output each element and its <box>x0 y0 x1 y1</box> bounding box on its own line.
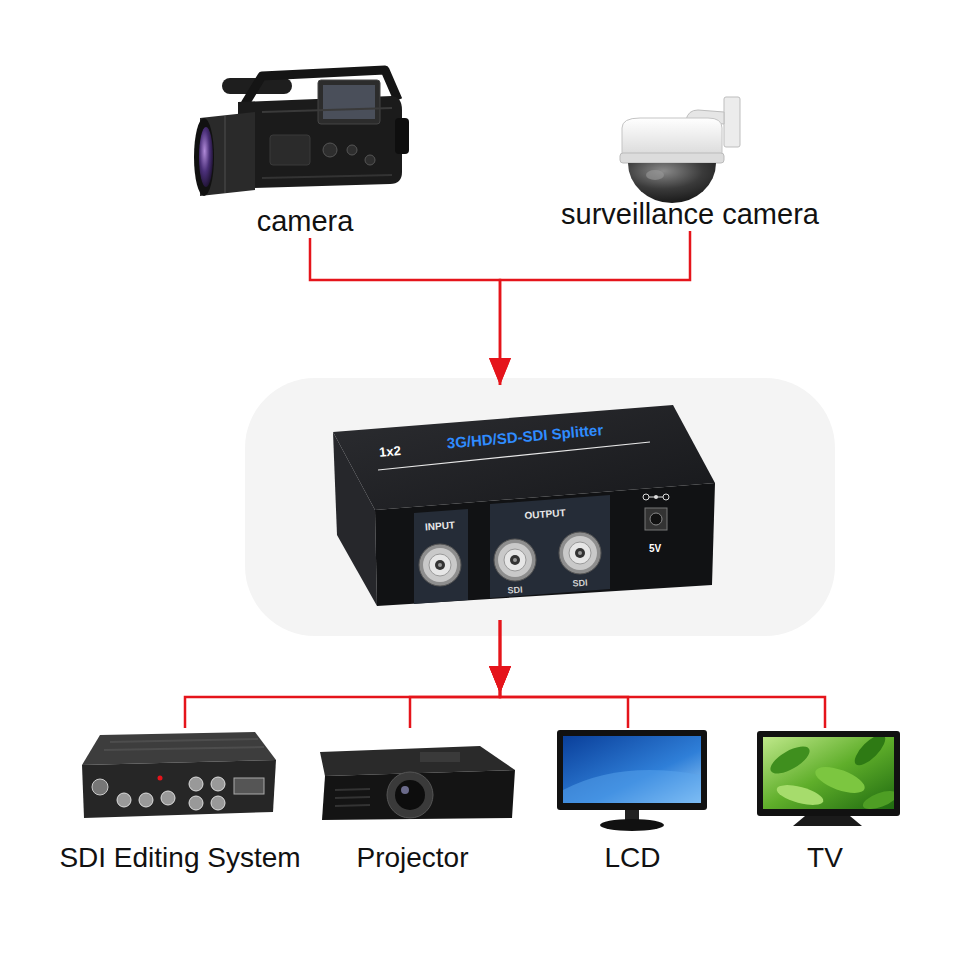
signal-connector <box>185 620 511 728</box>
dc-power-jack <box>643 494 669 530</box>
device-label: surveillance camera <box>561 197 819 231</box>
device-label: SDI Editing System <box>59 841 300 875</box>
device-marking: SDI <box>507 586 523 597</box>
connector-line <box>500 620 628 728</box>
device-node: Projector <box>305 728 520 875</box>
bnc-output-connector <box>559 532 601 574</box>
connector-line <box>185 620 500 728</box>
arrow-head <box>489 666 511 693</box>
device-marking: SDI <box>572 579 588 590</box>
device-label: TV <box>807 841 843 875</box>
splitter-node: 3G/HD/SD-SDI Splitter 1x2INPUT OUTPUT SDI SD… <box>325 385 725 620</box>
connector-line <box>410 620 500 728</box>
device-label: Projector <box>356 841 468 875</box>
device-marking: 5V <box>649 543 661 554</box>
device-node: LCD <box>550 728 715 875</box>
signal-connector <box>489 620 825 728</box>
device-node: TV <box>750 728 900 875</box>
device-node: SDI Editing System <box>53 728 307 875</box>
device-node: surveillance camera <box>555 85 825 231</box>
arrow-head <box>489 666 511 693</box>
tv-illustration <box>757 730 900 826</box>
signal-connector <box>310 238 511 385</box>
device-label: LCD <box>604 841 660 875</box>
arrow-head <box>489 358 511 385</box>
splitter-backdrop <box>245 378 835 636</box>
connector-line <box>500 231 690 385</box>
connector-line <box>500 620 825 728</box>
splitter-housing <box>333 405 715 606</box>
arrow-head <box>489 358 511 385</box>
device-marking: 3G/HD/SD-SDI Splitter <box>446 422 604 452</box>
signal-connector <box>410 620 511 728</box>
arrow-head <box>489 666 511 693</box>
connector-line <box>310 238 500 385</box>
dome-camera-illustration <box>620 97 740 203</box>
arrow-head <box>489 666 511 693</box>
device-marking: INPUT <box>425 519 456 532</box>
lcd-monitor-illustration <box>557 730 707 831</box>
device-marking: 1x2 <box>379 444 402 460</box>
device-label: camera <box>257 204 354 238</box>
projector-illustration <box>320 746 515 820</box>
bnc-output-connector <box>494 539 536 581</box>
device-marking: OUTPUT <box>524 507 566 521</box>
device-node: camera <box>195 60 415 238</box>
signal-connector <box>489 620 628 728</box>
editing-system-illustration <box>82 732 276 818</box>
camcorder-illustration <box>194 70 409 196</box>
signal-connector <box>489 231 690 385</box>
bnc-input-connector <box>419 544 461 586</box>
